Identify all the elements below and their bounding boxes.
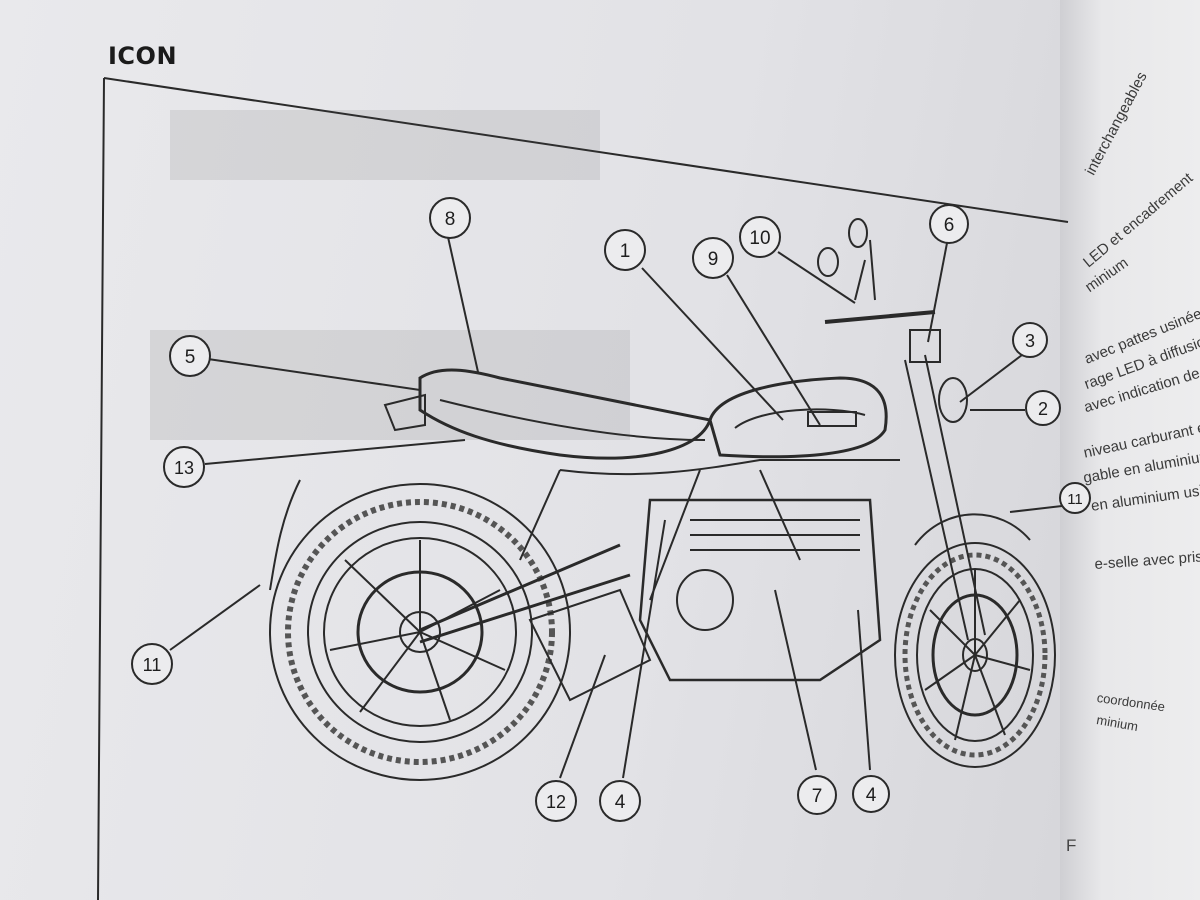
svg-text:10: 10 [749,228,770,249]
svg-text:4: 4 [866,785,877,806]
section-title: ICON [108,42,178,70]
callout-3: 3 [1012,322,1048,358]
front-wheel [894,542,1056,768]
front-fender [914,513,1031,546]
svg-text:1: 1 [620,241,631,262]
engine-fins [690,519,860,551]
callout-5: 5 [169,335,211,377]
handlebar [824,310,936,324]
callout-4-right: 4 [852,775,890,813]
mirror-stems [854,239,876,301]
svg-text:12: 12 [546,792,566,812]
callout-12: 12 [535,780,577,822]
page-marker: F [1066,836,1077,855]
svg-text:11: 11 [1067,491,1083,508]
engine-cover [676,569,734,631]
seat [418,368,712,460]
callout-2: 2 [1025,390,1061,426]
mirror-right [848,218,868,248]
callout-markers: 1 9 10 6 8 3 2 5 13 11 11 12 4 7 4 [131,197,1091,822]
mirror-left [817,247,839,277]
callout-11-left: 11 [131,643,173,685]
svg-text:3: 3 [1025,331,1035,351]
leader-lines [169,236,1063,779]
rear-wheel [269,483,571,781]
figure-frame [97,77,1069,900]
swingarm [419,543,631,644]
callout-11-right: 11 [1059,482,1091,514]
front-fork [904,354,986,641]
callout-4-left: 4 [599,780,641,822]
svg-text:11: 11 [143,655,162,675]
motorcycle-line-art [269,218,1056,781]
tail-light [383,393,426,432]
manual-right-page [1060,0,1200,900]
callout-13: 13 [163,446,205,488]
svg-text:4: 4 [615,792,626,813]
callout-8: 8 [429,197,471,239]
fuel-tank [708,376,888,459]
callout-6: 6 [929,204,969,244]
svg-text:2: 2 [1038,399,1048,419]
svg-text:8: 8 [445,209,456,230]
headlight [938,377,968,423]
frame-tubes [519,459,900,601]
callout-7: 7 [797,775,837,815]
svg-text:5: 5 [185,347,196,368]
callout-9: 9 [692,237,734,279]
callout-1: 1 [604,229,646,271]
rear-fender [269,479,301,591]
callout-10: 10 [739,216,781,258]
svg-text:7: 7 [812,786,823,807]
engine [638,498,882,682]
svg-text:9: 9 [708,249,719,270]
tank-badge [807,411,857,427]
svg-text:13: 13 [174,458,194,478]
seat-line [439,399,706,441]
svg-text:6: 6 [944,215,955,236]
exhaust [528,588,652,702]
instrument-cluster [909,329,941,363]
